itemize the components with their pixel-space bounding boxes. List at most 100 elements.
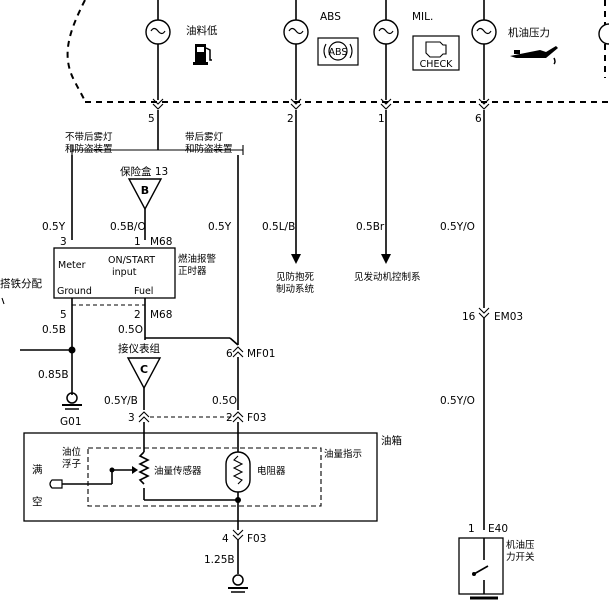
timer-pin5: 5 [60,309,67,321]
resistor-zigzag [232,455,244,485]
abs-arrow [291,254,301,264]
em03-connector [478,307,490,319]
timer-pin2: 2 [134,309,141,321]
wire-label-05yo-a: 0.5Y/O [440,221,475,233]
f03-pin2: 2 [226,412,233,424]
oil-pressure-lamp [471,0,497,100]
mf01-connector [232,346,244,358]
check-text: CHECK [420,59,453,70]
pin-6: 6 [475,113,482,125]
mil-lamp [373,0,399,100]
mf01-pin: 6 [226,348,233,360]
cluster-outline-curve [66,0,86,103]
fuse-box-triangle [127,178,163,211]
switch-blade [473,565,489,575]
f03-pin4-connector [232,529,244,541]
wire-join-mf01 [229,337,239,346]
pin-chevrons-top [152,98,490,110]
with-fog-line2: 和防盗装置 [185,143,233,155]
fuel-low-lamp [145,0,171,100]
check-engine-icon [412,35,460,71]
wire-label-05bo: 0.5B/O [110,221,146,233]
e40-pin: 1 [468,523,475,535]
empty-label: 空 [32,495,43,508]
fuel-level-sensor-resistor [138,451,150,485]
mf01-name: MF01 [247,348,275,360]
float-line1: 油位 [62,446,82,458]
wire-label-125b: 1.25B [204,554,235,566]
timer-input: input [112,267,137,278]
mil-label: MIL. [412,11,433,23]
without-fog-line1: 不带后雾灯 [65,132,113,143]
f03-pin3-connector [138,411,150,423]
mil-arrow [381,254,391,264]
float-line2: 浮子 [62,458,82,470]
without-fog-line2: 和防盗装置 [65,143,113,155]
float-icon [49,479,63,489]
timer-pin3: 3 [60,236,67,248]
wire-label-05lb: 0.5L/B [262,221,295,233]
em03-name: EM03 [494,311,523,323]
oil-pressure-label: 机油压力 [508,26,550,39]
splice-dot-tank [235,497,241,503]
f03-pin2-connector [232,411,244,423]
wire-label-right-05y: 0.5Y [208,221,232,233]
em03-pin: 16 [462,311,476,323]
resistor-label: 电阻器 [257,465,286,477]
engine-ref: 见发动机控制系 [354,271,421,283]
fuel-low-label: 油料低 [186,24,218,37]
fuel-tank-label: 油箱 [381,434,402,447]
abs-label: ABS [320,11,341,23]
fuel-pump-icon [193,44,212,65]
sensor-label: 油量传感器 [154,465,202,477]
full-label: 满 [32,464,43,476]
timer-ground: Ground [57,286,92,297]
timer-on-start: ON/START [108,255,155,266]
splice-dot-ground [68,346,76,354]
fuse-box-letter: B [141,184,149,197]
wire-label-mf-05o: 0.5O [212,395,237,407]
timer-conn2: M68 [150,309,172,321]
gauge-unit-box [87,447,322,507]
oil-can-icon [510,46,558,65]
pin-5: 5 [148,113,155,125]
abs-ref-line1: 见防抱死 [276,271,315,283]
timer-meter: Meter [58,260,86,271]
ground-g01-icon [62,392,82,410]
f03-name-top: F03 [247,412,266,424]
wire-label-085b: 0.85B [38,369,69,381]
fuel-tank-box [23,432,378,522]
g01-label: G01 [60,416,82,428]
gauge-label: 油量指示 [324,448,362,460]
f03-pin3: 3 [128,412,135,424]
wire-label-left-05y: 0.5Y [42,221,66,233]
abs-ref-line2: 制动系统 [276,283,315,295]
wire-label-05yo-b: 0.5Y/O [440,395,475,407]
wire-label-05b: 0.5B [42,324,66,336]
abs-symbol-text: ABS [329,47,348,58]
e40-name: E40 [488,523,508,535]
timer-fuel: Fuel [134,286,153,297]
oil-switch-box [458,537,504,595]
wiper-arrow [132,466,138,474]
e40-label-line1: 机油压 [506,539,535,551]
wire-label-05o: 0.5O [118,324,143,336]
float-pivot [109,467,115,473]
timer-pin1: 1 [134,236,141,248]
timer-conn: M68 [150,236,172,248]
wire-label-05br: 0.5Br [356,221,385,233]
timer-name-line1: 燃油报警 [178,253,217,265]
f03-name-bottom: F03 [247,533,266,545]
wire-label-05yb: 0.5Y/B [104,395,138,407]
with-fog-line1: 带后雾灯 [185,132,224,143]
ground-bottom-icon [228,574,248,593]
ground-dist-tick [1,297,5,305]
resistor-body [225,451,251,493]
abs-lamp [283,0,309,100]
cluster-label: 接仪表组 [118,342,160,355]
e40-label-line2: 力开关 [506,551,535,563]
ground-dist-label: 搭铁分配 [0,277,42,290]
cluster-letter: C [140,363,148,376]
